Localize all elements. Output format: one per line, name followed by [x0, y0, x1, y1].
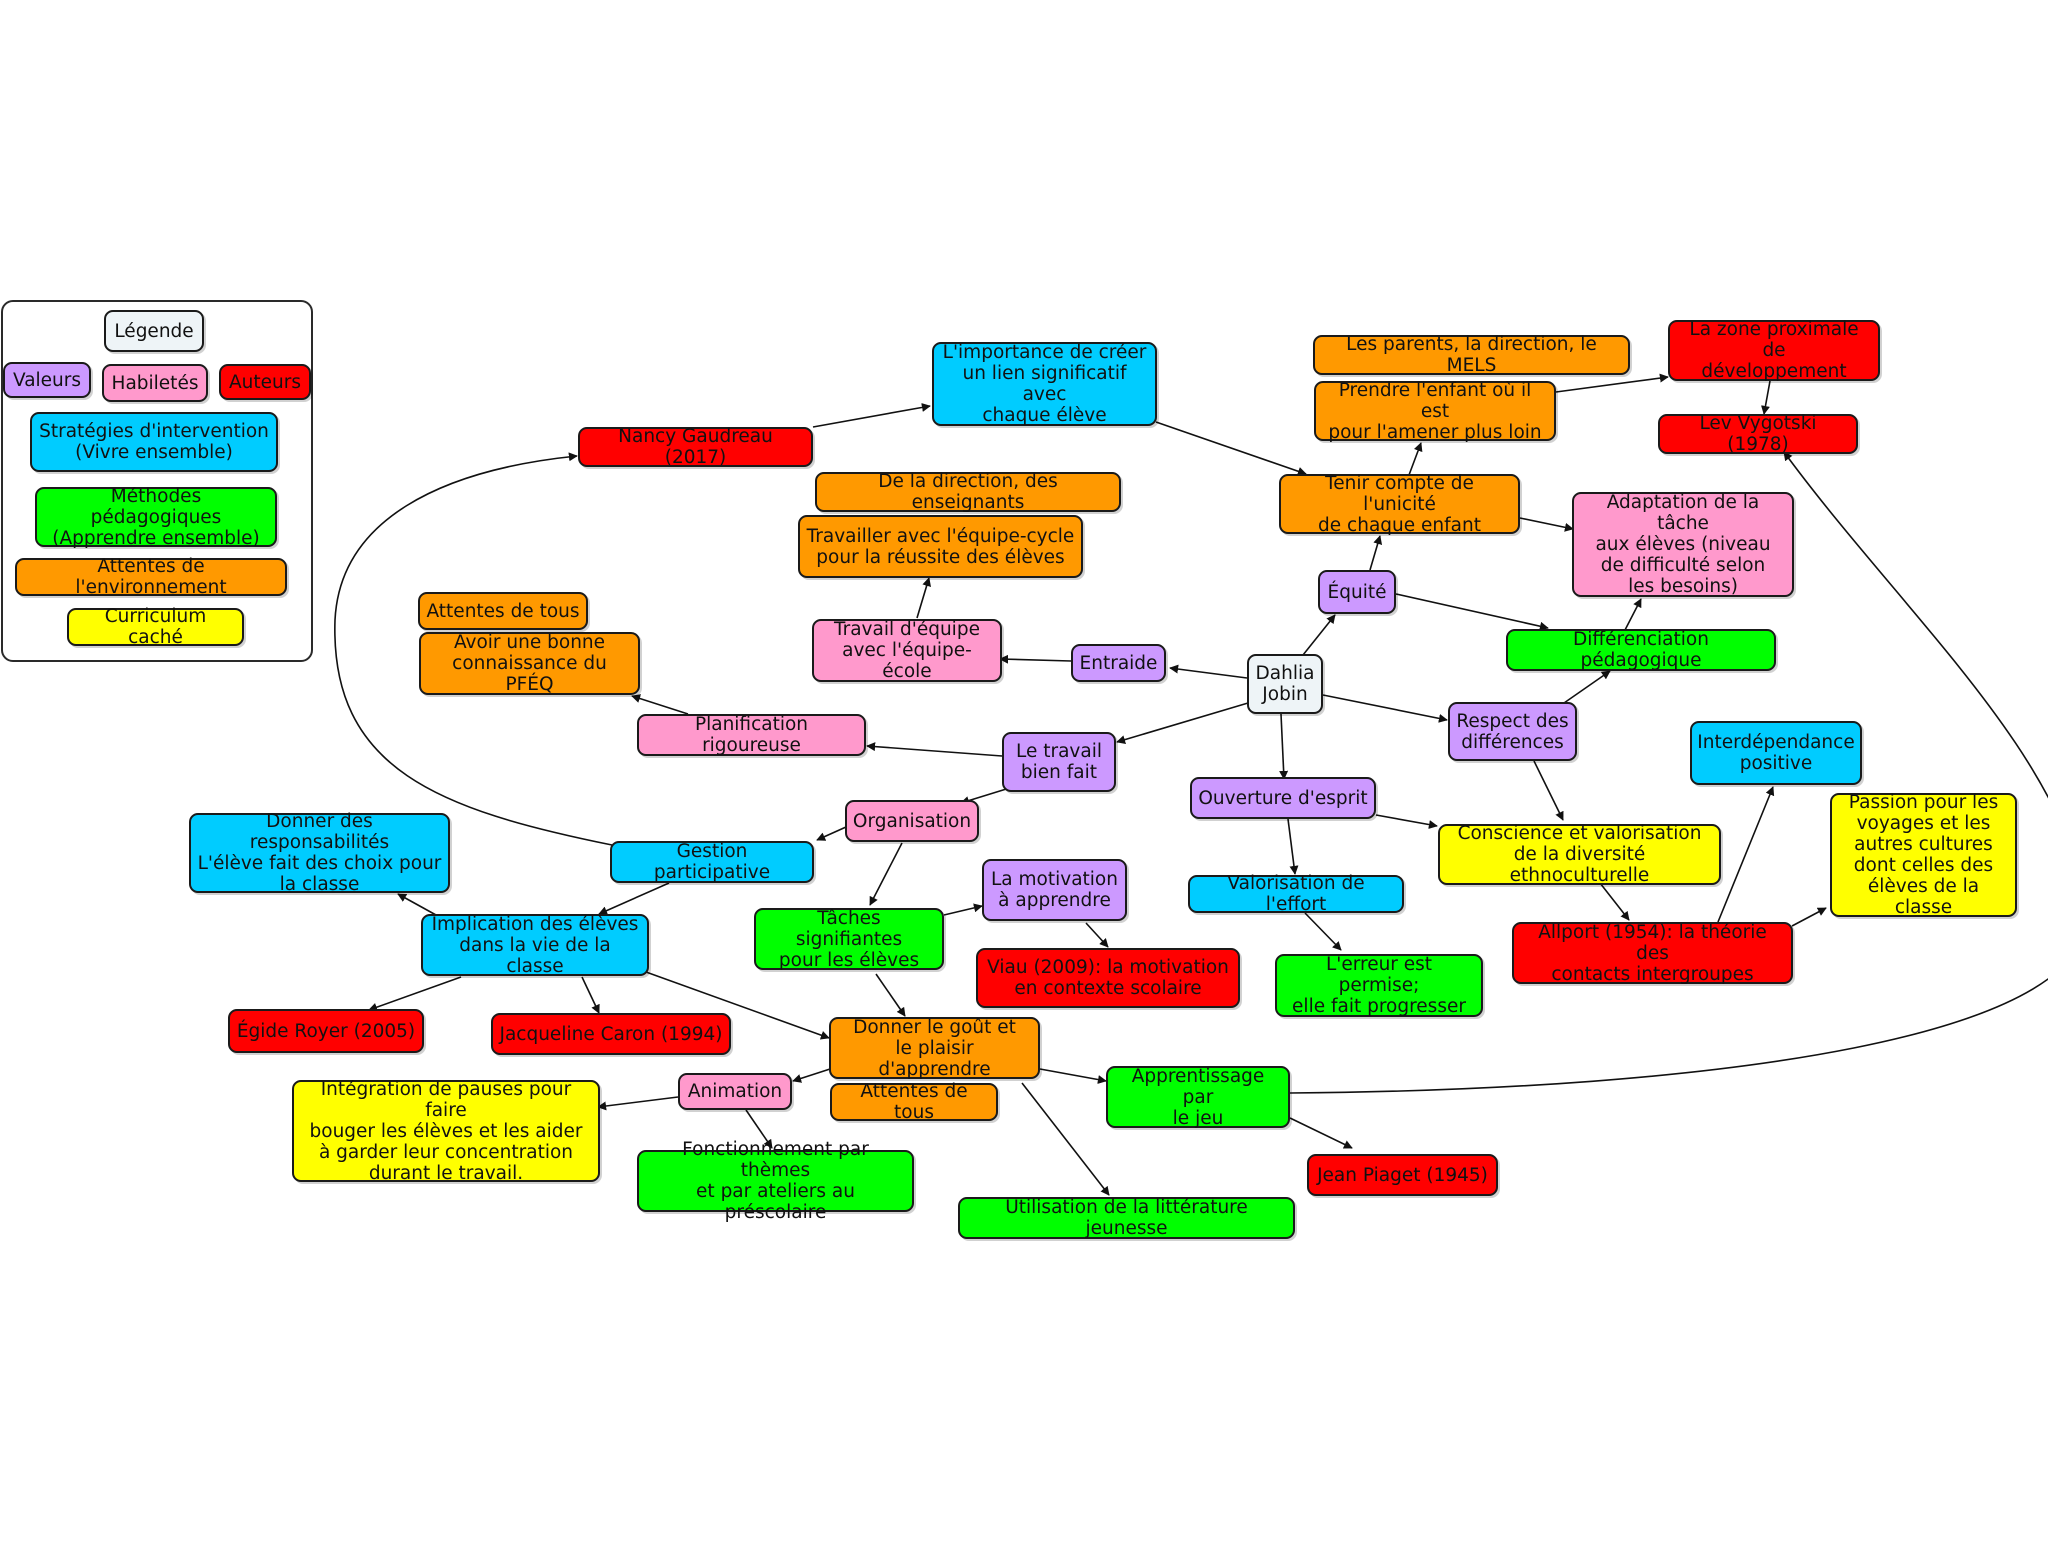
legend-habiletes: Habiletés [102, 364, 208, 402]
edge-taches-donner [875, 973, 906, 1017]
legend-valeurs: Valeurs [3, 362, 91, 398]
node-apprentissage-jeu: Apprentissage par le jeu [1106, 1066, 1290, 1129]
legend-box [1, 300, 313, 662]
edge-taches-motivation [943, 903, 983, 916]
node-gestion-participative: Gestion participative [610, 841, 814, 883]
edge-implication-responsabilites [397, 893, 437, 916]
node-motivation: La motivation à apprendre [982, 859, 1127, 921]
node-valorisation-effort: Valorisation de l'effort [1188, 873, 1404, 915]
center-node: Dahlia Jobin [1247, 654, 1323, 714]
edge-tenir-adaptation [1519, 517, 1574, 532]
edge-allport-interdependance [1717, 786, 1775, 923]
edge-ouverture-conscience [1375, 814, 1438, 829]
node-conscience: Conscience et valorisation de la diversi… [1438, 823, 1721, 886]
node-direction-enseignants: De la direction, des enseignants [815, 471, 1121, 513]
legend-methodes: Méthodes pédagogiques (Apprendre ensembl… [35, 486, 277, 549]
node-pfeq: Avoir une bonne connaissance du PFÉQ [419, 632, 640, 695]
edge-center-entraide [1169, 664, 1248, 679]
node-zone-proximale: La zone proximale de développement [1668, 319, 1880, 382]
edge-animation-pauses [597, 1096, 679, 1111]
edge-implication-royer [368, 976, 462, 1012]
edge-allport-passion [1791, 907, 1827, 927]
node-equite: Équité [1318, 570, 1396, 614]
edge-donner-litterature [1021, 1082, 1110, 1196]
node-viau: Viau (2009): la motivation en contexte s… [976, 948, 1240, 1008]
node-adaptation: Adaptation de la tâche aux élèves (nivea… [1572, 492, 1794, 597]
edge-center-respect [1322, 694, 1448, 723]
edge-zone-vygotski [1761, 380, 1771, 415]
node-implication: Implication des élèves dans la vie de la… [421, 914, 649, 977]
legend-attentes: Attentes de l'environnement [15, 556, 287, 598]
legend-curriculum: Curriculum caché [67, 606, 244, 648]
edge-equite-tenir [1369, 535, 1383, 571]
node-tenir-compte: Tenir compte de l'unicité de chaque enfa… [1279, 473, 1520, 536]
edge-prendre-zone [1555, 373, 1669, 393]
edge-center-travail [1116, 702, 1249, 745]
legend-strategies: Stratégies d'intervention (Vivre ensembl… [30, 412, 278, 472]
node-importance-lien: L'importance de créer un lien significat… [932, 342, 1157, 426]
node-animation: Animation [678, 1073, 792, 1110]
node-parents: Les parents, la direction, le MELS [1313, 334, 1630, 376]
node-differenciation: Différenciation pédagogique [1506, 629, 1776, 671]
edge-gestion-implication [598, 882, 670, 915]
node-travail-bien-fait: Le travail bien fait [1002, 732, 1116, 792]
edge-planification-pfeq [631, 694, 689, 715]
edge-travail-planification [866, 742, 1003, 757]
edge-donner-apprentissage [1039, 1068, 1107, 1084]
node-caron: Jacqueline Caron (1994) [491, 1013, 731, 1055]
edge-center-ouverture [1279, 713, 1289, 780]
edge-gaudreau-importance [812, 403, 931, 428]
edge-differenciation-adaptation [1624, 598, 1642, 631]
node-pauses: Intégration de pauses pour faire bouger … [292, 1079, 600, 1184]
node-entraide: Entraide [1071, 644, 1166, 682]
node-taches: Tâches signifiantes pour les élèves [754, 908, 944, 971]
node-planification: Planification rigoureuse [637, 714, 866, 756]
node-organisation: Organisation [845, 800, 979, 842]
node-attentes-tous-2: Attentes de tous [830, 1081, 998, 1123]
node-travail-equipe: Travail d'équipe avec l'équipe-école [812, 619, 1002, 682]
legend-title: Légende [104, 310, 204, 352]
node-piaget: Jean Piaget (1945) [1307, 1154, 1498, 1196]
edge-motivation-viau [1085, 922, 1109, 948]
edge-apprentissage-piaget [1289, 1117, 1353, 1149]
legend-auteurs: Auteurs [219, 364, 311, 400]
edge-ouverture-valorisation [1287, 818, 1299, 875]
node-respect: Respect des différences [1448, 702, 1577, 761]
node-equipe-cycle: Travailler avec l'équipe-cycle pour la r… [798, 515, 1083, 578]
node-prendre-enfant: Prendre l'enfant où il est pour l'amener… [1314, 380, 1556, 443]
node-royer: Égide Royer (2005) [228, 1009, 424, 1053]
edge-implication-caron [581, 976, 600, 1014]
node-fonctionnement: Fonctionnement par thèmes et par atelier… [637, 1139, 914, 1223]
edge-equite-differenciation [1395, 593, 1549, 631]
node-interdependance: Interdépendance positive [1690, 721, 1862, 785]
edge-valorisation-erreur [1304, 912, 1342, 951]
node-responsabilites: Donner des responsabilités L'élève fait … [189, 811, 450, 895]
node-erreur: L'erreur est permise; elle fait progress… [1275, 954, 1483, 1017]
edge-organisation-gestion [816, 826, 847, 841]
node-ouverture: Ouverture d'esprit [1190, 777, 1376, 819]
edge-center-equite [1302, 614, 1336, 656]
node-donner-gout: Donner le goût et le plaisir d'apprendre [829, 1017, 1040, 1080]
edge-tenir-prendre [1408, 442, 1423, 476]
node-allport: Allport (1954): la théorie des contacts … [1512, 922, 1793, 985]
edge-importance-tenir [1155, 421, 1307, 476]
edge-respect-differenciation [1563, 670, 1611, 704]
edge-conscience-allport [1599, 882, 1630, 921]
edge-organisation-taches [869, 842, 903, 906]
node-attentes-tous-1: Attentes de tous [418, 592, 588, 630]
node-vygotski: Lev Vygotski (1978) [1658, 413, 1858, 455]
edge-travaileq-equipecycle [916, 577, 931, 619]
node-gaudreau: Nancy Gaudreau (2017) [578, 426, 813, 468]
edge-entraide-travaileq [999, 654, 1072, 664]
node-litterature: Utilisation de la littérature jeunesse [958, 1197, 1295, 1239]
edge-donner-animation [792, 1068, 831, 1083]
node-passion: Passion pour les voyages et les autres c… [1830, 792, 2017, 918]
edge-respect-conscience [1533, 760, 1564, 821]
